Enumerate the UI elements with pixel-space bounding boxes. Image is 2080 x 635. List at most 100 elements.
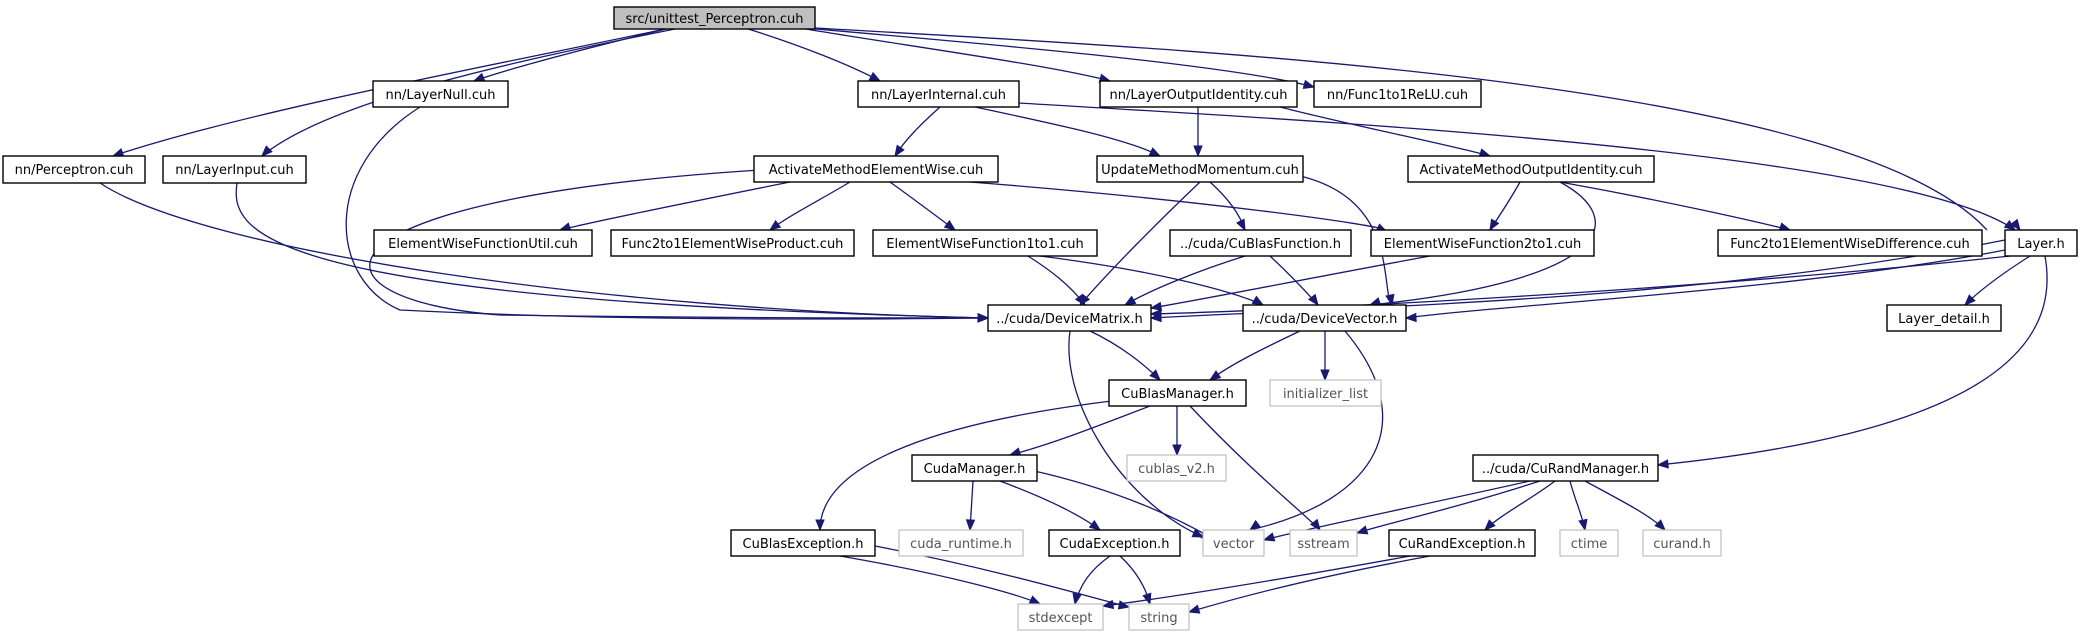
node-label: Func2to1ElementWiseDifference.cuh [1730, 237, 1970, 252]
arrowhead [1251, 295, 1265, 306]
node-cublas-function[interactable]: ../cuda/CuBlasFunction.h [1169, 229, 1352, 257]
node-ctime[interactable]: ctime [1559, 529, 1619, 557]
node-layer-null[interactable]: nn/LayerNull.cuh [372, 80, 509, 108]
arrowhead [1654, 519, 1666, 531]
dependency-edge [345, 106, 989, 320]
node-string[interactable]: string [1128, 603, 1190, 631]
dependency-edge [1249, 330, 1384, 531]
node-func2to1-difference[interactable]: Func2to1ElementWiseDifference.cuh [1717, 229, 1983, 257]
node-label: UpdateMethodMomentum.cuh [1101, 163, 1299, 178]
node-label: src/unittest_Perceptron.cuh [626, 12, 804, 27]
arrowhead [1149, 369, 1161, 381]
arrowhead [1578, 518, 1588, 532]
node-cuda-manager[interactable]: CudaManager.h [911, 454, 1038, 482]
arrowhead [1074, 293, 1086, 307]
node-label: ../cuda/CuRandManager.h [1482, 462, 1649, 477]
arrowhead [1484, 519, 1496, 531]
arrowhead [868, 71, 882, 82]
node-cublas-exception[interactable]: CuBlasException.h [730, 529, 876, 557]
dependency-edge [1039, 255, 1264, 306]
node-cublas-manager[interactable]: CuBlasManager.h [1108, 379, 1247, 407]
node-initializer-list[interactable]: initializer_list [1269, 379, 1382, 407]
arrowhead [943, 219, 957, 231]
arrowhead [1149, 312, 1162, 323]
arrowhead [1262, 532, 1276, 542]
arrowhead [1193, 145, 1203, 158]
node-layer-input[interactable]: nn/LayerInput.cuh [162, 155, 307, 184]
node-layer-output-identity[interactable]: nn/LayerOutputIdentity.cuh [1099, 80, 1298, 108]
node-sstream[interactable]: sstream [1289, 529, 1358, 557]
node-curand-manager[interactable]: ../cuda/CuRandManager.h [1472, 454, 1659, 482]
node-update-momentum[interactable]: UpdateMethodMomentum.cuh [1096, 155, 1304, 183]
dependency-edge [744, 27, 881, 82]
node-stdexcept[interactable]: stdexcept [1017, 603, 1104, 631]
arrowhead [977, 313, 990, 323]
arrowhead [1355, 525, 1369, 535]
node-label: ElementWiseFunction1to1.cuh [886, 237, 1083, 252]
node-label: Func2to1ElementWiseProduct.cuh [622, 237, 844, 252]
node-label: CudaException.h [1060, 537, 1170, 552]
node-device-matrix[interactable]: ../cuda/DeviceMatrix.h [987, 304, 1152, 332]
arrowhead [894, 144, 905, 158]
dependency-edges [99, 27, 2048, 614]
node-elementwise-2to1[interactable]: ElementWiseFunction2to1.cuh [1370, 229, 1595, 257]
node-device-vector[interactable]: ../cuda/DeviceVector.h [1242, 304, 1407, 332]
node-root[interactable]: src/unittest_Perceptron.cuh [613, 6, 816, 30]
dependency-edge [974, 106, 1161, 157]
arrowhead [1101, 599, 1115, 610]
dependency-edge [1356, 480, 1541, 534]
node-curand-exception[interactable]: CuRandException.h [1388, 529, 1536, 557]
node-layer-internal[interactable]: nn/LayerInternal.cuh [857, 80, 1020, 108]
node-elementwise-1to1[interactable]: ElementWiseFunction1to1.cuh [872, 229, 1098, 257]
node-activate-elementwise[interactable]: ActivateMethodElementWise.cuh [753, 155, 999, 183]
node-cuda-runtime[interactable]: cuda_runtime.h [898, 529, 1024, 557]
node-func-relu[interactable]: nn/Func1to1ReLU.cuh [1313, 80, 1482, 108]
arrowhead [1123, 295, 1137, 306]
dependency-edge [969, 181, 1386, 231]
node-elementwise-util[interactable]: ElementWiseFunctionUtil.cuh [373, 229, 593, 257]
dependency-edge [819, 399, 1121, 531]
arrowhead [965, 519, 976, 532]
dependency-edge [1079, 181, 1201, 306]
dependency-edge [1263, 480, 1531, 541]
node-cuda-exception[interactable]: CudaException.h [1048, 529, 1181, 557]
dependency-edge [1209, 330, 1301, 381]
node-label: ElementWiseFunctionUtil.cuh [388, 237, 578, 252]
node-perceptron[interactable]: nn/Perceptron.cuh [2, 155, 146, 184]
arrowhead [1302, 79, 1316, 89]
node-label: stdexcept [1029, 611, 1093, 626]
dependency-edge [1584, 480, 1666, 531]
dependency-edge [99, 182, 989, 319]
node-layer-h[interactable]: Layer.h [2004, 229, 2078, 257]
dependency-edge [369, 169, 989, 319]
arrowhead [815, 519, 825, 532]
node-vector[interactable]: vector [1202, 529, 1265, 557]
dependency-edge [1124, 255, 1246, 306]
dependency-edge [1559, 181, 1791, 231]
arrowhead [1028, 595, 1042, 605]
node-label: nn/LayerNull.cuh [385, 88, 495, 103]
dependency-edge [1150, 255, 2011, 315]
dependency-edge [1189, 405, 1321, 531]
node-curand-h[interactable]: curand.h [1642, 529, 1722, 557]
arrowhead [1307, 293, 1319, 307]
node-activate-output-identity[interactable]: ActivateMethodOutputIdentity.cuh [1407, 155, 1655, 183]
node-func2to1-product[interactable]: Func2to1ElementWiseProduct.cuh [610, 229, 855, 257]
arrowhead [1489, 218, 1500, 232]
dependency-edge [799, 27, 1111, 82]
dependency-edge [804, 27, 1315, 88]
dependency-edge [1027, 255, 1086, 306]
dependency-edge [1150, 255, 1431, 309]
node-label: nn/Func1to1ReLU.cuh [1327, 88, 1468, 103]
arrowhead [1142, 592, 1152, 606]
dependency-edge [235, 182, 989, 319]
node-label: nn/LayerInternal.cuh [871, 88, 1006, 103]
arrowhead [1248, 519, 1262, 531]
node-layer-detail[interactable]: Layer_detail.h [1886, 304, 2002, 332]
node-label: CuBlasException.h [743, 537, 864, 552]
arrowhead [1656, 459, 1669, 469]
arrowhead [768, 219, 782, 231]
node-label: ElementWiseFunction2to1.cuh [1384, 237, 1581, 252]
node-cublas-v2[interactable]: cublas_v2.h [1126, 454, 1227, 482]
